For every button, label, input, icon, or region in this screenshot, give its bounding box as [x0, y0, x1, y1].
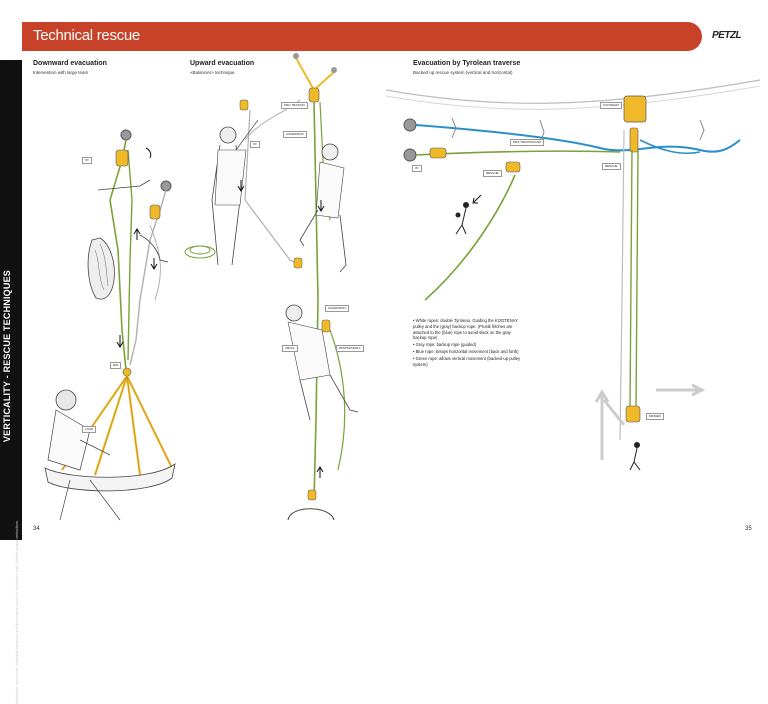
downward-illustration [44, 129, 176, 521]
tag-croll: CROLL [282, 345, 299, 352]
page-title: Technical rescue [33, 27, 140, 44]
tag-rescue-left: RESCUE [483, 170, 502, 177]
note-white-ropes: • White ropes: double Tyrolean. Guiding … [413, 318, 518, 341]
tag-minder: MINDER [646, 413, 664, 420]
note-green-rope: • Green rope: allows vertical movement (… [413, 355, 521, 367]
section-title-upward: Upward evacuation [190, 60, 255, 67]
note-gray-rope: • Gray rope: backup rope (guided) [413, 342, 477, 348]
tag-id-upward: I'D [250, 141, 260, 148]
section-subtitle-downward: Intervention with large team [33, 70, 89, 75]
tag-ascension-bottom: ASCENSION [325, 305, 349, 312]
tag-rig: RIG [110, 362, 122, 369]
tag-mini-traxion: MINI TRAXION/CAM [510, 139, 544, 146]
section-subtitle-upward: «Balancier» technique [190, 70, 235, 75]
section-title-downward: Downward evacuation [33, 60, 107, 67]
tag-id-downward: I'D [82, 157, 92, 164]
legend-notes: • White ropes: double Tyrolean. Guiding … [413, 318, 525, 368]
side-note: Illustrations not to scale. Individual h… [15, 520, 19, 704]
side-band: VERTICALITY - RESCUE TECHNIQUES [0, 60, 22, 540]
brand-logo: PETZL [712, 30, 742, 41]
tag-kootenay: KOOTENAY [600, 102, 623, 109]
tag-id-tyrolean: I'D [412, 165, 422, 172]
tag-load: LOAD [82, 426, 97, 433]
tag-pro-traxion: PRO TRAXION [281, 102, 308, 109]
page-number-right: 35 [745, 526, 752, 532]
section-title-tyrolean: Evacuation by Tyrolean traverse [413, 60, 521, 67]
tag-pantin-croll: PANTIN/CROLL [336, 345, 364, 352]
header-bar: Technical rescue [22, 22, 702, 51]
tag-ascension-top: ASCENSION [283, 131, 307, 138]
page-number-left: 34 [33, 526, 40, 532]
tag-rescue-right: RESCUE [602, 163, 621, 170]
rescue-illustrations [44, 53, 761, 521]
upward-illustration [184, 53, 359, 521]
tyrolean-illustration [385, 79, 761, 471]
section-subtitle-tyrolean: Backed up rescue system (vertical and ho… [413, 70, 513, 75]
note-blue-rope: • Blue rope: belays horizontal movement … [413, 348, 519, 354]
